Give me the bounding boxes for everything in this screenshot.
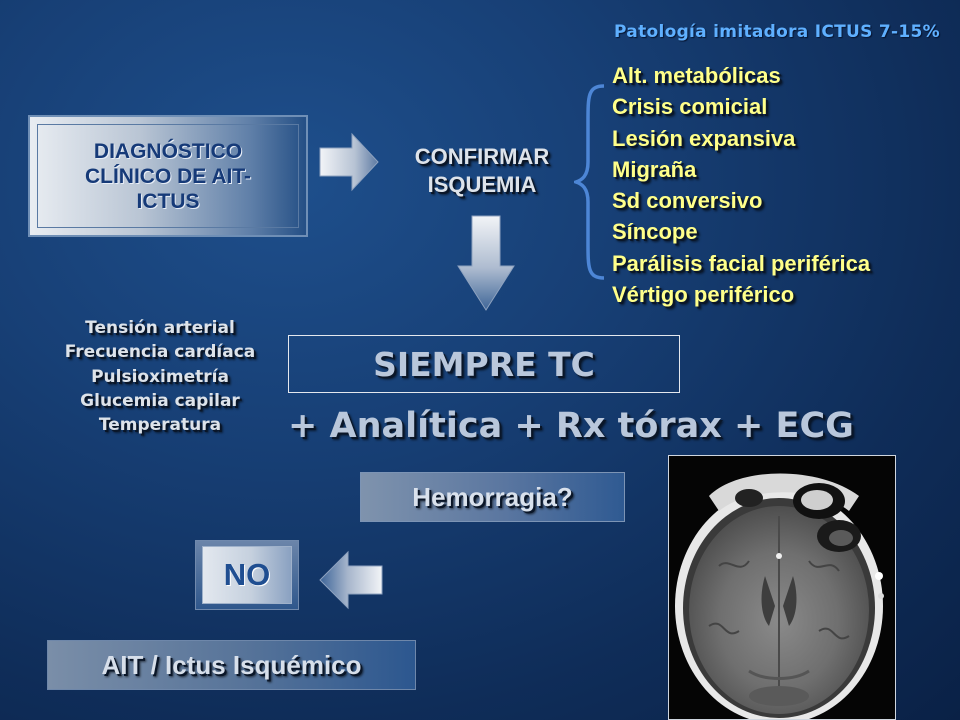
mimic-item: Síncope <box>612 219 698 245</box>
additional-tests-label: + Analítica + Rx tórax + ECG <box>288 406 854 446</box>
vital-item: Pulsioximetría <box>91 366 229 387</box>
curly-brace-icon <box>574 84 605 280</box>
diagnosis-box: DIAGNÓSTICO CLÍNICO DE AIT- ICTUS <box>28 115 308 237</box>
arrow-right-icon <box>319 132 379 192</box>
confirm-line-2: ISQUEMIA <box>427 172 537 197</box>
mimic-item: Crisis comicial <box>612 94 768 120</box>
vital-item: Temperatura <box>98 415 222 436</box>
arrow-left-icon <box>319 550 383 610</box>
confirm-line-1: CONFIRMAR <box>414 144 550 169</box>
no-answer-label: NO <box>223 557 271 592</box>
mimic-item: Parálisis facial periférica <box>612 250 871 276</box>
brain-ct-scan-drawing <box>675 473 884 719</box>
no-answer-inner: NO <box>202 546 292 604</box>
vital-item: Tensión arterial <box>85 318 235 338</box>
vital-item: Glucemia capilar <box>80 390 240 411</box>
mimic-item: Migraña <box>612 156 697 182</box>
mimic-item: Vértigo periférico <box>612 282 795 308</box>
mimic-pathology-title: Patología imitadora ICTUS 7-15% <box>614 22 940 42</box>
diagnosis-line-1: DIAGNÓSTICO <box>93 139 243 163</box>
result-label: AIT / Ictus Isquémico <box>101 649 362 680</box>
mimic-pathology-list: Alt. metabólicas Crisis comicial Lesión … <box>612 60 870 310</box>
hemorrhage-question-box: Hemorragia? <box>360 472 625 522</box>
mimic-item: Lesión expansiva <box>612 125 796 151</box>
always-ct-box: SIEMPRE TC <box>288 335 680 393</box>
diagnosis-line-3: ICTUS <box>136 189 200 213</box>
mimic-item: Alt. metabólicas <box>612 63 781 88</box>
vital-item: Frecuencia cardíaca <box>64 342 256 363</box>
vital-signs-list: Tensión arterial Frecuencia cardíaca Pul… <box>40 316 280 437</box>
no-answer-box: NO <box>195 540 299 610</box>
always-ct-label: SIEMPRE TC <box>373 344 595 384</box>
confirm-ischemia-label: CONFIRMAR ISQUEMIA <box>382 143 582 199</box>
diagnosis-line-2: CLÍNICO DE AIT- <box>84 164 252 188</box>
diagnosis-box-inner: DIAGNÓSTICO CLÍNICO DE AIT- ICTUS <box>37 124 299 228</box>
brain-ct-scan-image <box>668 455 896 720</box>
hemorrhage-question-label: Hemorragia? <box>412 481 573 512</box>
mimic-item: Sd conversivo <box>612 188 763 214</box>
diagnosis-label: DIAGNÓSTICO CLÍNICO DE AIT- ICTUS <box>85 139 251 214</box>
arrow-down-icon <box>457 215 515 311</box>
result-box: AIT / Ictus Isquémico <box>47 640 416 690</box>
